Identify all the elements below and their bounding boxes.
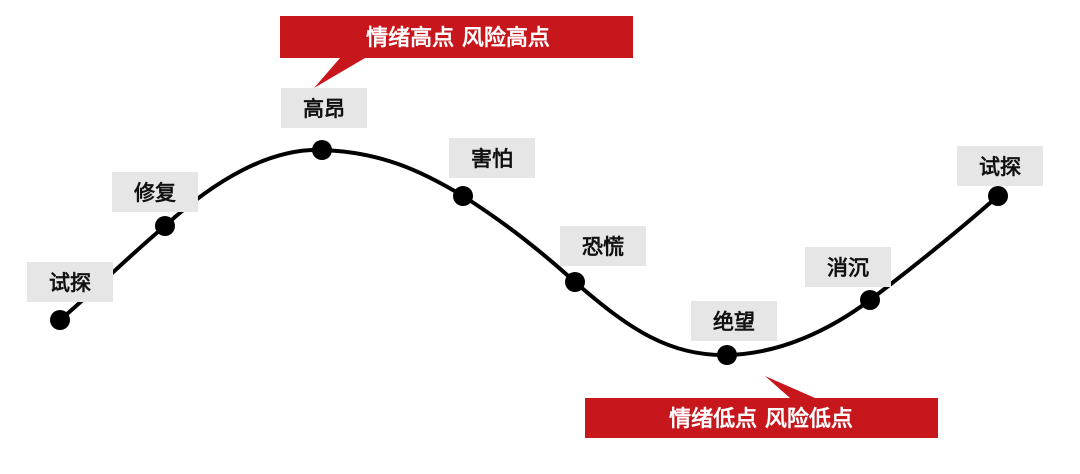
callout-low: 情绪低点 风险低点 xyxy=(585,376,938,438)
stage-label-probe-end: 试探 xyxy=(957,146,1043,186)
stage-dot-depressed xyxy=(860,290,880,310)
stage-label-text: 害怕 xyxy=(471,147,513,171)
stage-label-despair: 绝望 xyxy=(691,301,777,341)
stage-label-text: 恐慌 xyxy=(582,235,624,259)
callout-high-text: 情绪高点 风险高点 xyxy=(366,25,550,51)
stage-dot-elation xyxy=(312,140,332,160)
callout-high-banner xyxy=(280,16,633,88)
stage-label-text: 试探 xyxy=(979,155,1021,179)
stage-dot-panic xyxy=(565,272,585,292)
stage-label-elation: 高昂 xyxy=(281,88,367,128)
stage-label-text: 修复 xyxy=(133,181,177,205)
callout-low-banner xyxy=(585,376,938,438)
stage-label-panic: 恐慌 xyxy=(560,226,646,266)
callout-low-text: 情绪低点 风险低点 xyxy=(669,406,853,432)
stage-label-text: 试探 xyxy=(49,271,91,295)
stage-label-text: 消沉 xyxy=(827,256,869,280)
stage-label-text: 绝望 xyxy=(713,310,755,334)
stage-label-depressed: 消沉 xyxy=(805,247,891,287)
stage-label-repair: 修复 xyxy=(112,172,198,212)
stage-dot-fear xyxy=(453,186,473,206)
stage-label-fear: 害怕 xyxy=(449,138,535,178)
callout-high: 情绪高点 风险高点 xyxy=(280,16,633,88)
stage-label-text: 高昂 xyxy=(303,97,345,121)
stage-labels: 试探 修复 高昂 害怕 恐慌 绝望 消沉 试探 xyxy=(27,88,1043,341)
stage-label-probe-start: 试探 xyxy=(27,262,113,302)
stage-dot-probe-start xyxy=(50,310,70,330)
stage-dot-despair xyxy=(717,345,737,365)
stage-markers xyxy=(50,140,1008,365)
stage-dot-probe-end xyxy=(988,186,1008,206)
stage-dot-repair xyxy=(155,216,175,236)
